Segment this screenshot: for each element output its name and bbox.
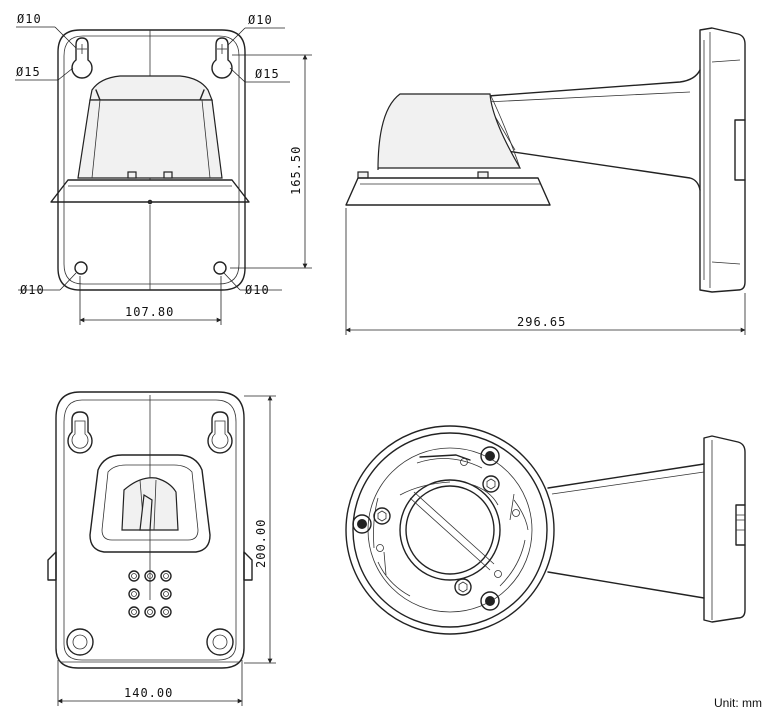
front-height-label: 165.50 (289, 146, 303, 195)
hole-large-label-r: Ø15 (255, 67, 280, 81)
bottom-view (345, 425, 555, 635)
hole-small-label-bl: Ø10 (20, 283, 45, 297)
front-view-annotations: Ø10 Ø10 Ø15 Ø15 Ø10 Ø10 165.50 107.80 (15, 12, 312, 325)
hole-small-label-tr: Ø10 (248, 13, 273, 27)
hole-small-label-br: Ø10 (245, 283, 270, 297)
hole-large-label-l: Ø15 (16, 65, 41, 79)
back-view-annotations: 200.00 140.00 (57, 395, 276, 706)
hole-small-label-tl: Ø10 (17, 12, 42, 26)
back-width-label: 140.00 (124, 686, 173, 700)
front-view (50, 29, 250, 291)
hex-screws (373, 475, 500, 596)
mount-screws (352, 446, 500, 611)
side-view-annotations: 296.65 (345, 208, 746, 335)
unit-label: Unit: mm (714, 696, 762, 710)
front-width-label: 107.80 (125, 305, 174, 319)
back-height-label: 200.00 (254, 519, 268, 568)
side-length-label: 296.65 (517, 315, 566, 329)
screw-holes (128, 570, 172, 618)
side-view (345, 27, 746, 293)
lower-side-view (547, 435, 746, 623)
back-view (47, 391, 253, 669)
